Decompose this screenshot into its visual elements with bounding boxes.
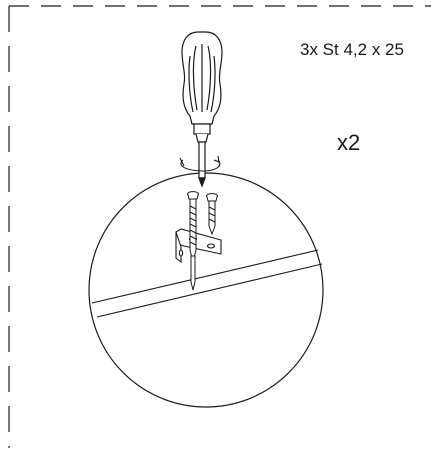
wall-panel xyxy=(91,249,323,318)
quantity-label: x2 xyxy=(337,130,361,155)
detail-magnifier-circle xyxy=(88,172,324,408)
screwdriver-icon xyxy=(181,31,223,188)
angle-bracket-icon xyxy=(175,228,222,264)
rotation-arrow-icon xyxy=(179,155,221,172)
dashed-frame xyxy=(8,5,431,448)
screw-spec-label: 3x St 4,2 x 25 xyxy=(300,40,404,59)
screw-icon xyxy=(187,191,218,291)
